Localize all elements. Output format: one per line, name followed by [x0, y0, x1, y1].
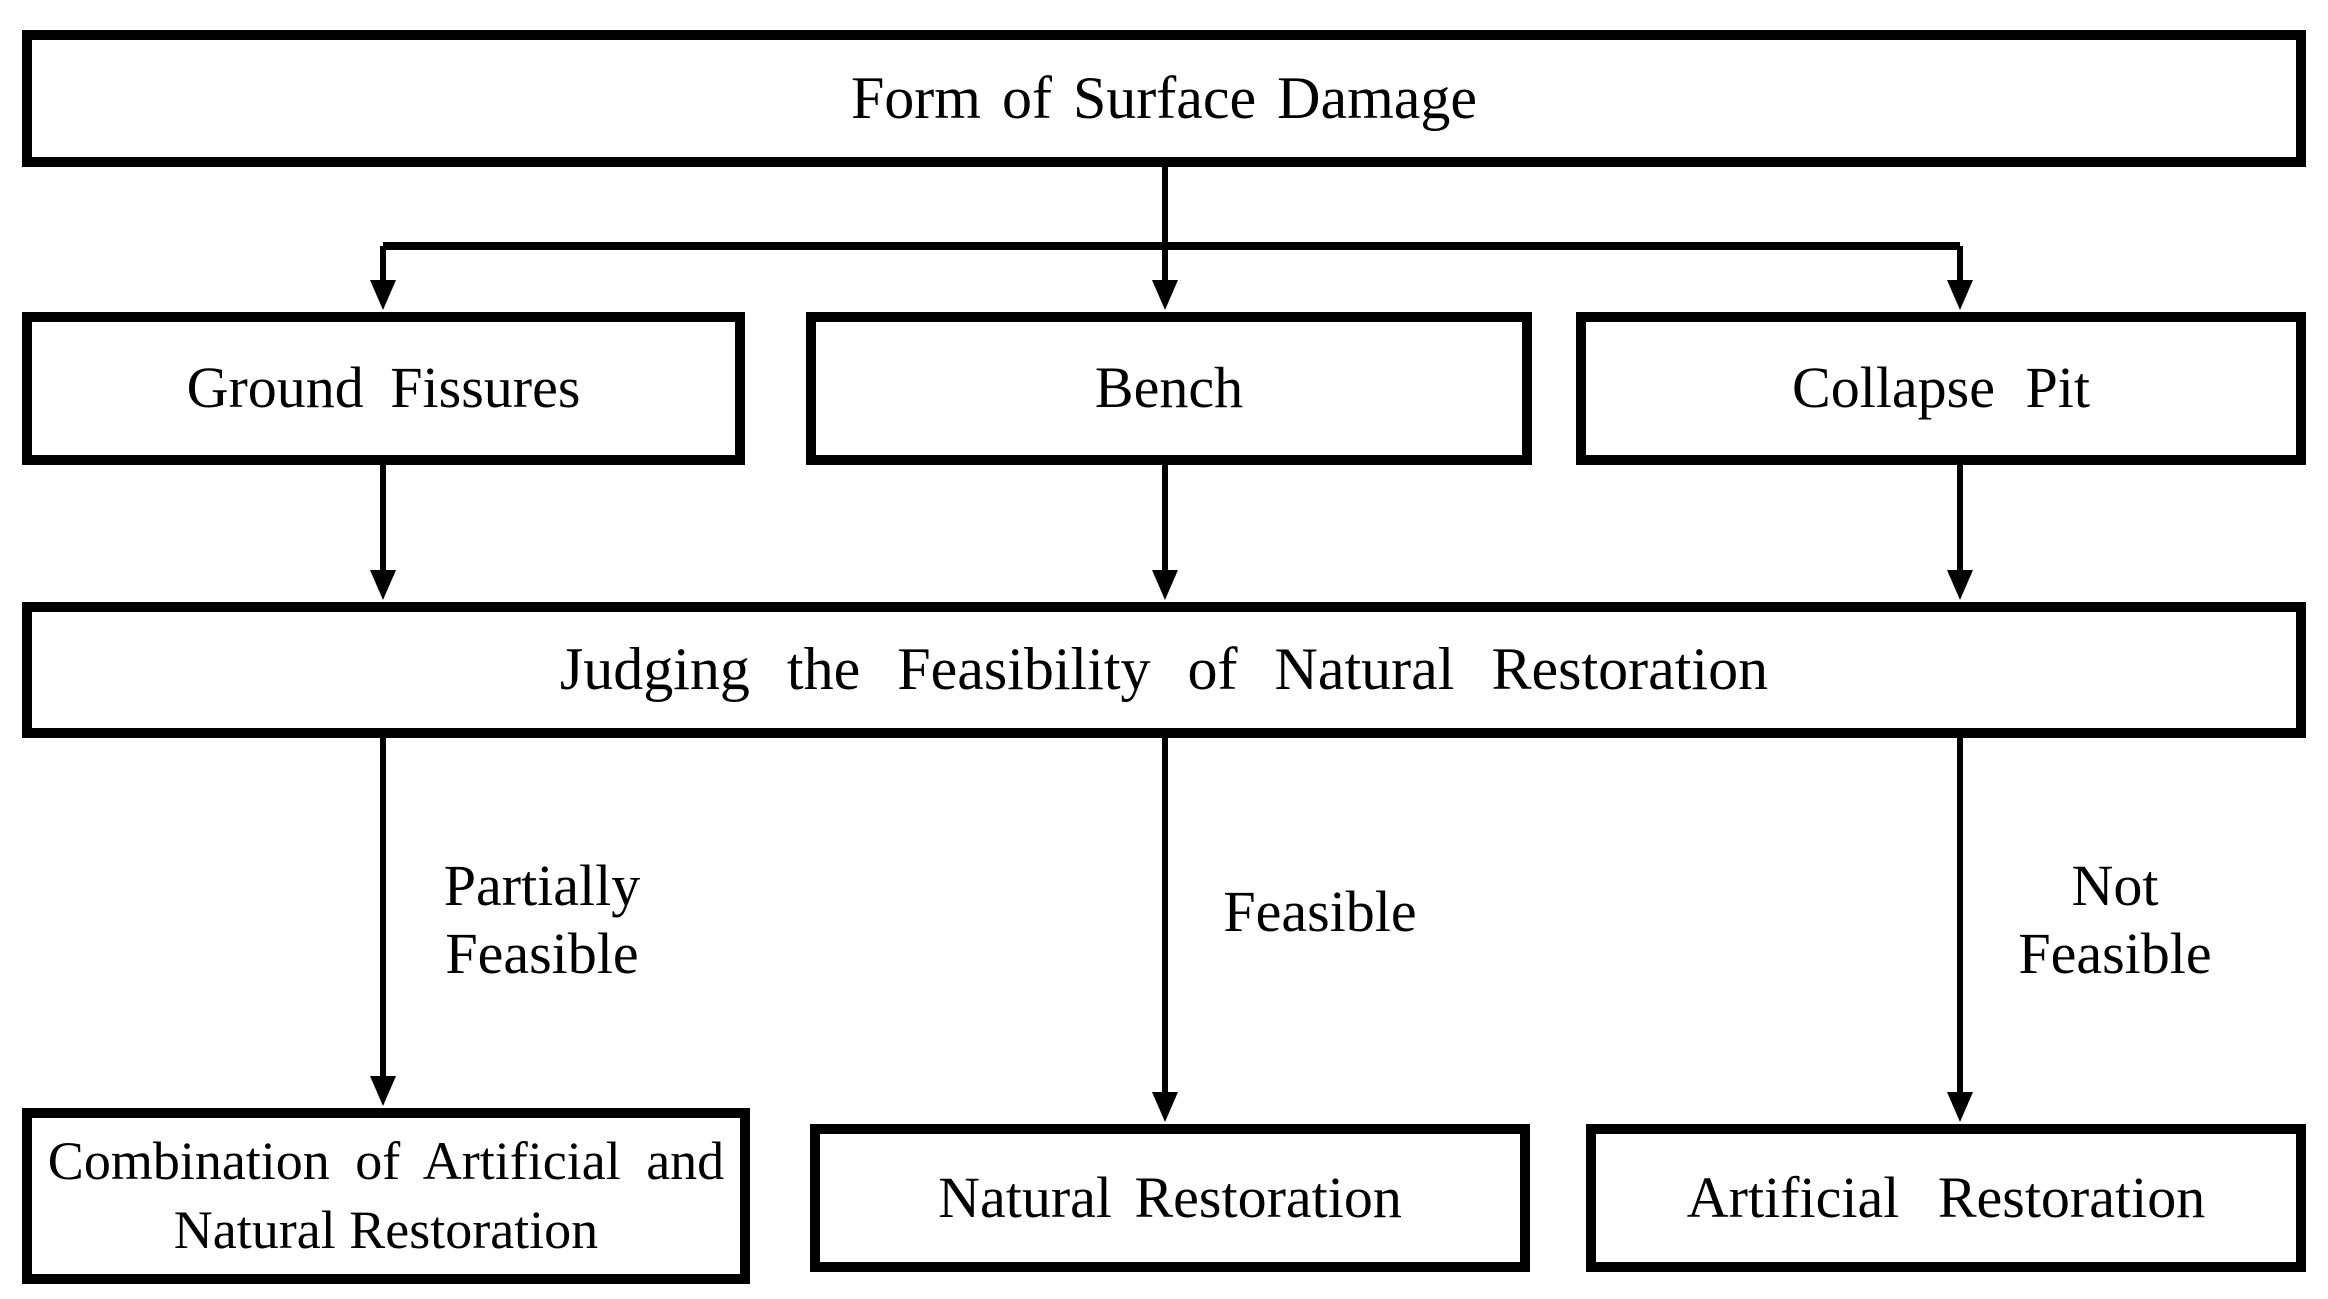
edge-label-partially-feasible: Partially Feasible — [412, 852, 672, 989]
node-natural-restoration: Natural Restoration — [810, 1124, 1530, 1272]
edge-collapse-pit-to-judging — [1947, 464, 1973, 600]
node-label: Judging the Feasibility of Natural Resto… — [559, 636, 1769, 703]
edge-label-feasible: Feasible — [1190, 878, 1450, 946]
node-bench: Bench — [806, 312, 1532, 465]
node-combination-restoration: Combination of Artificial and Natural Re… — [22, 1108, 750, 1284]
node-label: Artificial Restoration — [1686, 1164, 2206, 1230]
node-label-line: Natural Restoration — [173, 1200, 599, 1260]
node-collapse-pit: Collapse Pit — [1576, 312, 2306, 465]
node-form-of-surface-damage: Form of Surface Damage — [22, 30, 2306, 167]
node-label-line: Combination of Artificial and — [47, 1130, 725, 1191]
edge-label-line: Not — [2071, 853, 2159, 918]
edge-label-line: Feasible — [445, 921, 639, 987]
node-label: Collapse Pit — [1792, 355, 2090, 421]
edge-label-line: Feasible — [2018, 921, 2212, 987]
node-artificial-restoration: Artificial Restoration — [1586, 1124, 2306, 1272]
node-label: Bench — [1094, 355, 1244, 421]
edge-branch-to-ground-fissures — [370, 246, 396, 310]
edge-label-line: Feasible — [1223, 879, 1417, 944]
edge-label-line: Partially — [443, 853, 641, 918]
edge-bench-to-judging — [1152, 464, 1178, 600]
edge-ground-fissures-to-judging — [370, 464, 396, 600]
edge-label-not-feasible: Not Feasible — [1985, 852, 2245, 989]
node-ground-fissures: Ground Fissures — [22, 312, 745, 465]
edge-judging-to-combination — [370, 738, 396, 1106]
edge-judging-to-artificial — [1947, 738, 1973, 1122]
node-label: Natural Restoration — [938, 1164, 1402, 1230]
node-label: Form of Surface Damage — [850, 64, 1478, 131]
edge-judging-to-natural — [1152, 738, 1178, 1122]
node-label: Ground Fissures — [186, 355, 581, 421]
node-judging-feasibility: Judging the Feasibility of Natural Resto… — [22, 602, 2306, 738]
edge-branch-to-collapse-pit — [1947, 246, 1973, 310]
edge-root-to-branch — [383, 167, 1960, 250]
edge-branch-to-bench — [1152, 246, 1178, 310]
